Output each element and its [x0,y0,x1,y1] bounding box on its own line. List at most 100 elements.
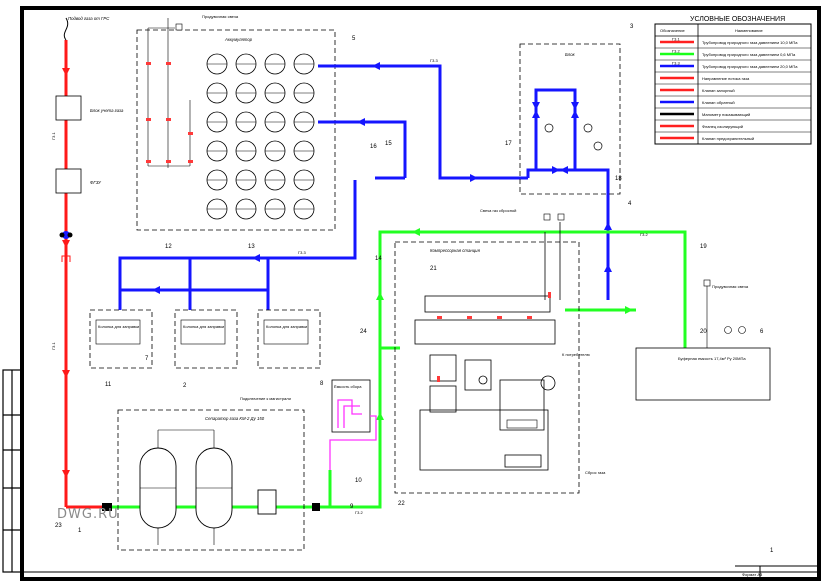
legend-text: Трубопровод природного газа давлением 10… [702,40,798,45]
gas-metering-label: Блок учета газа [90,108,124,113]
isolating-valve [59,231,73,239]
vent-bottom-label: Сброс газа [585,470,606,475]
callout-7: 7 [145,356,149,362]
to-consumer-label: К потребителю [562,352,590,357]
pipe-green-network [108,230,687,509]
binding-strip [2,369,23,573]
candle-right-label: Продувочная свеча [712,284,749,289]
legend-text: Клапан обратный [702,100,735,105]
legend-text: Клапан предохранительный [702,136,754,141]
title-stamp: Формат А3 1 [735,548,819,579]
pipe-tag-red-1: Г3.1 [51,131,56,140]
sheet-number: 1 [770,548,774,554]
legend-row: Клапан предохранительный [655,136,811,145]
drain-tank: Ёмкость сбора [329,379,377,470]
pipe-tag-red-2: Г3.1 [51,341,56,350]
callout-1: 1 [78,528,82,534]
watermark: DWG.RU [57,507,119,522]
callout-5: 5 [352,36,356,42]
candle-mid-label: Свеча газ сбросной [480,208,516,213]
callout-12: 12 [165,244,172,250]
callout-22: 22 [398,501,405,507]
separator-area: Сепаратор газа КМ-2 Ду 150 [102,409,320,551]
connect-label: Подключение к магистрали [240,396,291,401]
legend-text: Манометр показывающий [702,112,750,117]
pipe-tag-blue-2: Г3.3 [298,250,307,255]
flow-arrows-green [376,228,633,420]
callout-6: 6 [760,329,764,335]
legend-title: УСЛОВНЫЕ ОБОЗНАЧЕНИЯ [690,16,785,23]
legend-row: Фланец изолирующий [655,124,811,133]
callout-4: 4 [628,201,632,207]
legend-col-code: Обозначение [660,28,686,33]
legend-code: Г3.2 [672,49,681,54]
legend-text: Трубопровод природного газа давлением 20… [702,64,798,69]
callout-16: 16 [370,144,377,150]
filter-label: ФГЗУ [90,180,102,185]
callout-19: 19 [700,244,707,250]
valve-block: Блок [519,43,621,195]
inlet-label: Подвод газа от ГРС [68,16,110,21]
callout-20: 20 [700,329,707,335]
dispensers [89,309,321,369]
vessel-grid [206,53,315,220]
legend-row: Манометр показывающий [655,112,811,121]
callout-18: 18 [615,176,622,182]
callout-3: 3 [630,24,634,30]
legend-text: Направление потока газа [702,76,750,81]
callout-2: 2 [183,383,187,389]
dispenser-label-2: Колонка для заправки [183,324,224,329]
stamp-format: Формат А3 [742,572,763,577]
buffer-tank-label: Буферная емкость 17,4м³ Ру 20МПа [678,356,746,361]
legend-text: Клапан запорный [702,88,735,93]
callout-23: 23 [55,523,62,529]
callout-8: 8 [320,381,324,387]
legend-col-name: Наименование [735,28,764,33]
compressor-title: Компрессорная станция [430,248,481,253]
insulating-flange [61,255,71,262]
legend-text: Фланец изолирующий [702,124,743,129]
legend-text: Трубопровод природного газа давлением 0,… [702,52,796,57]
callout-14: 14 [375,256,382,262]
callout-21: 21 [430,266,437,272]
pipe-tag-blue-1: Г3.3 [430,58,439,63]
dispenser-label-1: Колонка для заправки [98,324,139,329]
callout-24: 24 [360,329,367,335]
candle-top-label: Продувочная свеча [202,14,239,19]
valve-block-label: Блок [565,52,576,57]
filter-block: ФГЗУ [55,168,102,194]
callout-15: 15 [385,141,392,147]
sheet-frame [20,6,821,581]
inlet-wire [63,17,69,41]
separator-label: Сепаратор газа КМ-2 Ду 150 [205,416,265,421]
flow-arrows-blue [152,62,612,294]
legend-table: УСЛОВНЫЕ ОБОЗНАЧЕНИЯ Обозначение Наимено… [654,16,812,145]
legend-row: Клапан обратный [655,100,811,109]
accumulator-title: Аккумулятор [224,37,253,42]
drain-label: Ёмкость сбора [334,384,362,389]
dispenser-units [95,319,309,345]
gas-metering-block: Блок учета газа [55,95,124,121]
legend-code: Г3.3 [672,61,681,66]
callout-9: 9 [350,504,354,510]
callout-13: 13 [248,244,255,250]
pipe-tag-green-1: Г3.2 [355,510,364,515]
callout-11: 11 [105,382,112,388]
dispenser-label-3: Колонка для заправки [266,324,307,329]
legend-code: Г3.1 [672,37,681,42]
accumulator-area: Аккумулятор Продувочная свеча [136,14,336,231]
callout-10: 10 [355,478,362,484]
compressor-station: Компрессорная станция Свеча газ сбросной… [394,208,606,494]
legend-row: Клапан запорный [655,88,811,97]
callout-17: 17 [505,141,512,147]
legend-row: Направление потока газа [655,76,811,85]
pipe-tag-green-2: Г3.2 [640,232,649,237]
buffer-tank: Буферная емкость 17,4м³ Ру 20МПа Продуво… [635,279,771,401]
pipe-tags: Г3.1 Г3.1 Г3.2 Г3.2 Г3.3 Г3.3 [51,58,649,515]
